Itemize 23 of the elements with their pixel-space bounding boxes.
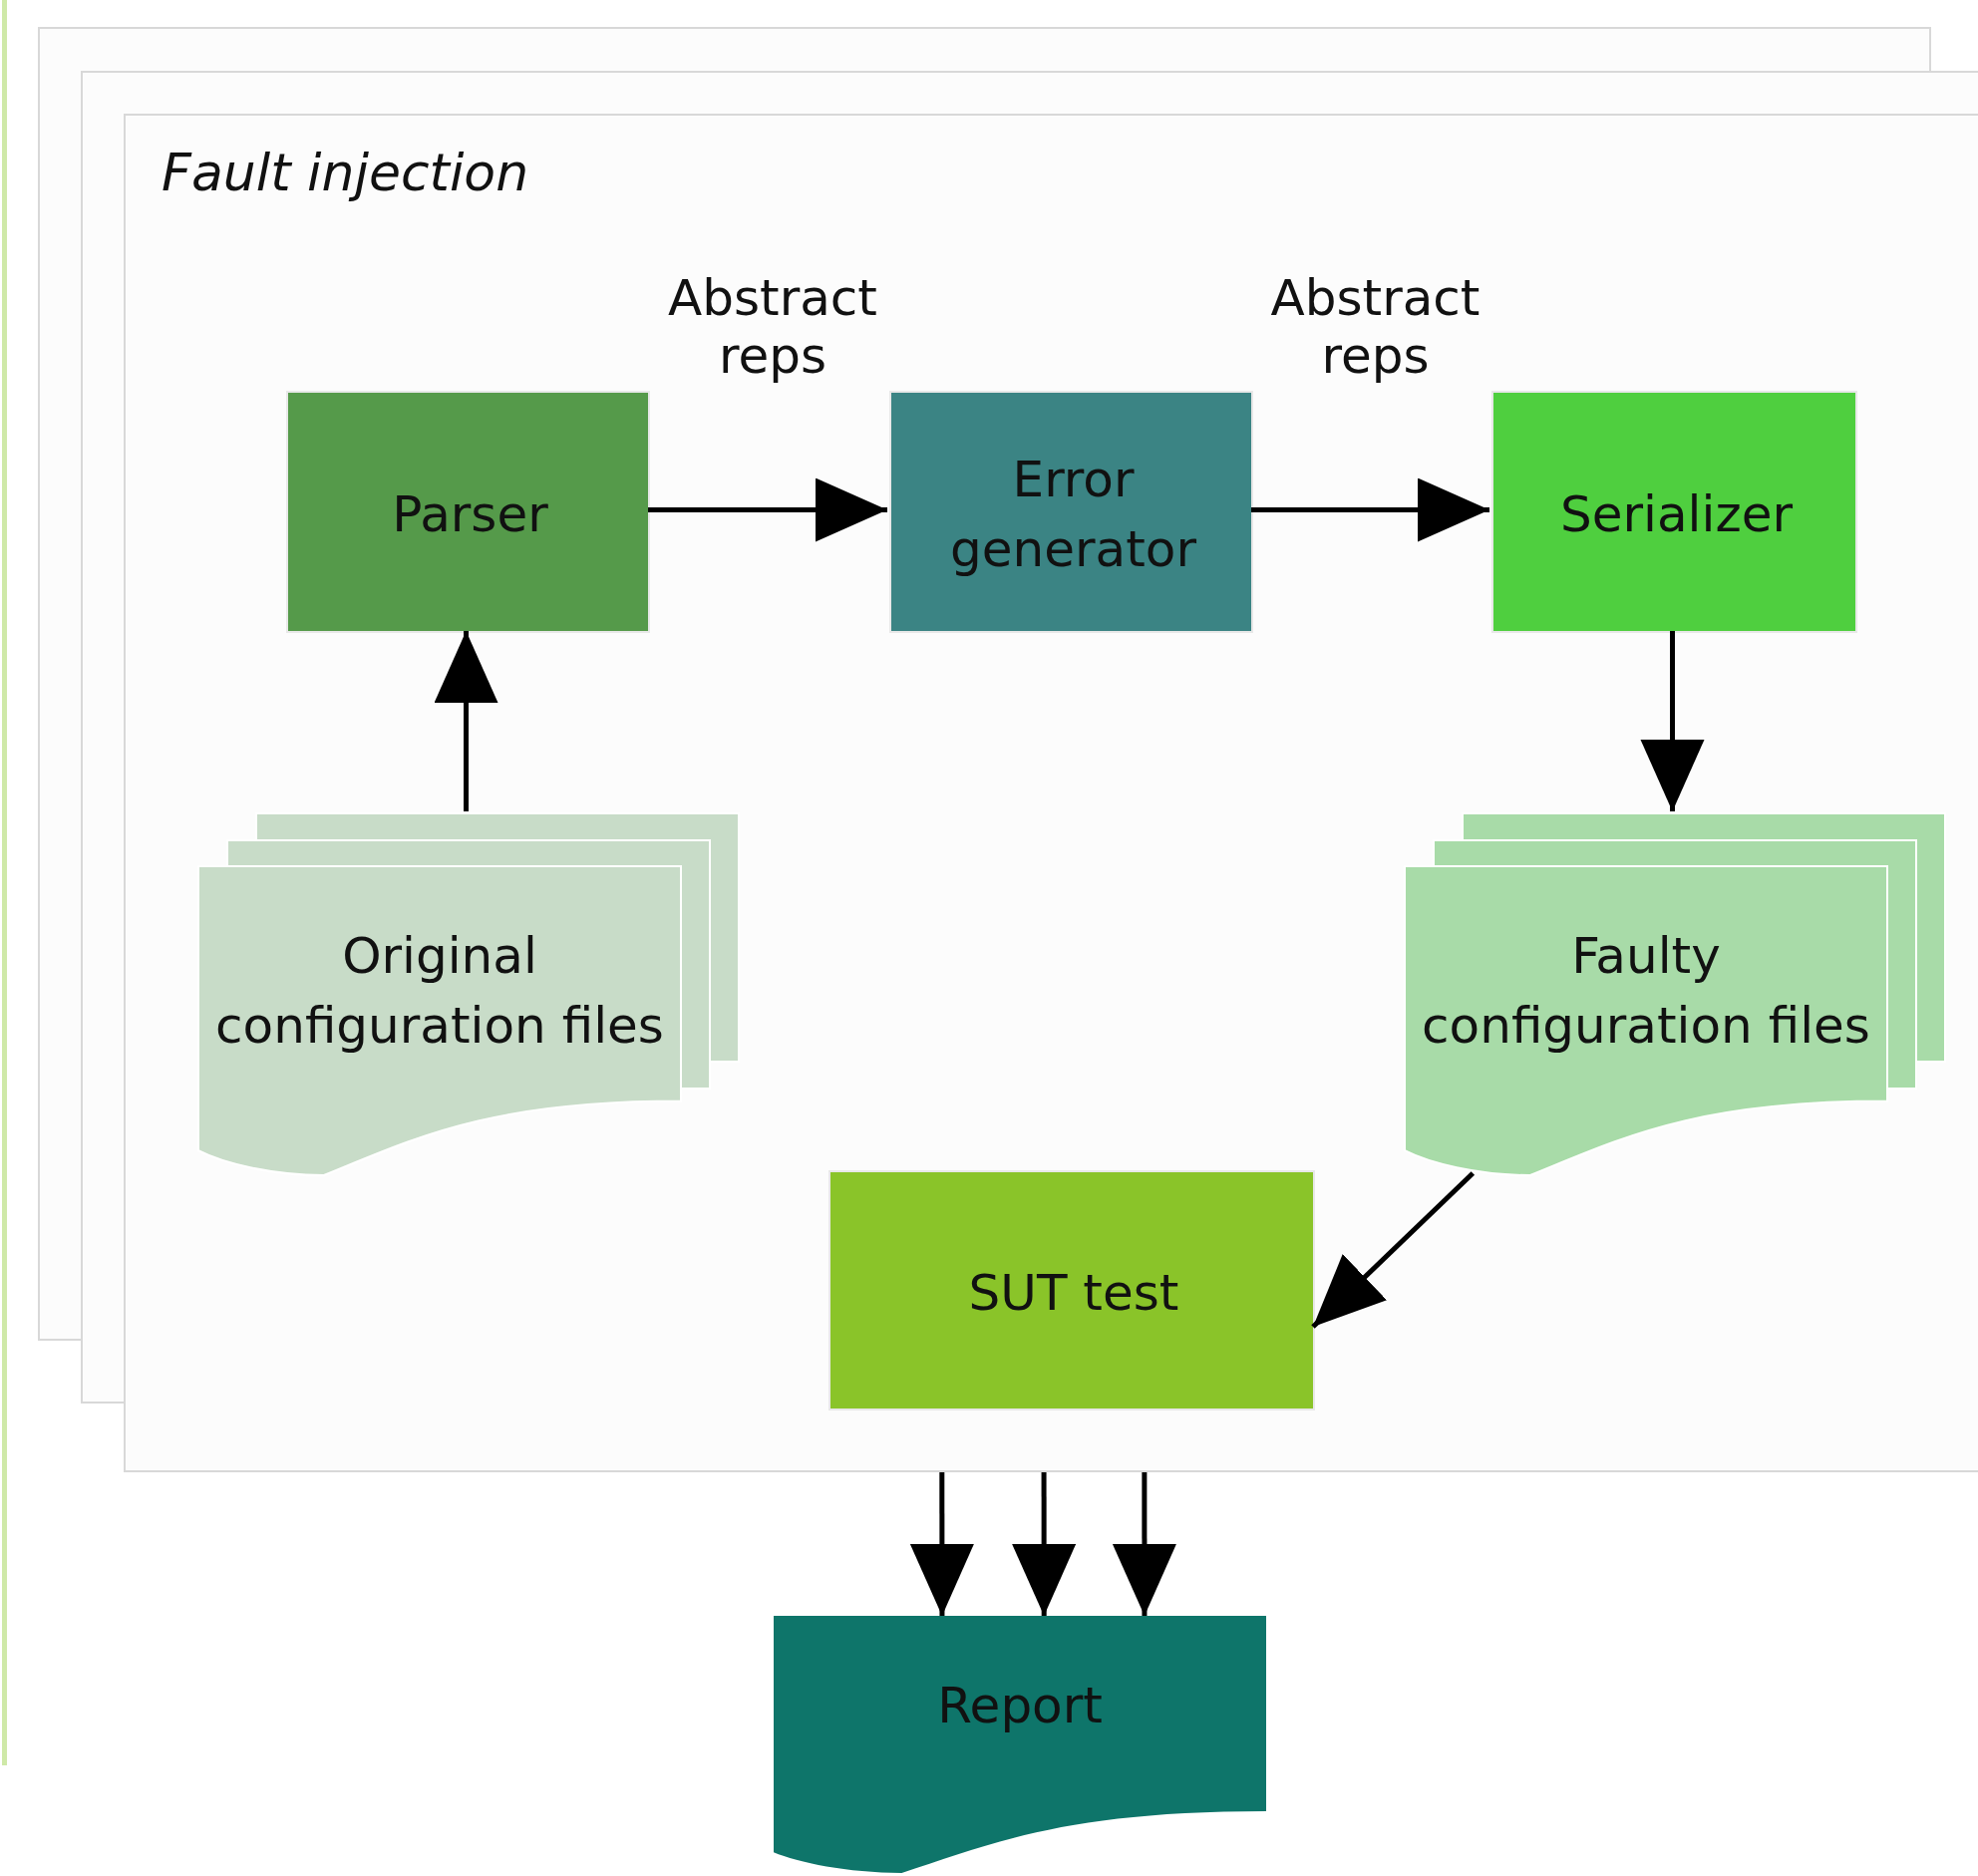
node-label: Serializer [1560, 483, 1793, 545]
node-label: Error generator [949, 449, 1197, 580]
arrow [1311, 1171, 1476, 1329]
process-box [1491, 391, 1857, 633]
node-label: Report [937, 1676, 1103, 1737]
edge-label: Abstract reps [1269, 268, 1482, 385]
process-box [286, 391, 650, 633]
arrow [1640, 631, 1705, 811]
arrow [1012, 1472, 1077, 1616]
arrow [1112, 1472, 1176, 1616]
frame-title: Fault injection [162, 142, 529, 204]
node-label: SUT test [968, 1262, 1179, 1324]
process-box [889, 391, 1253, 633]
node-label: Original configuration files [214, 926, 665, 1057]
arrow [648, 477, 887, 542]
frame-panel [124, 114, 1978, 1472]
arrow [434, 631, 498, 811]
edge-label: Abstract reps [667, 268, 878, 385]
node-label: Faulty configuration files [1421, 926, 1871, 1057]
process-box [828, 1170, 1315, 1410]
arrow [1251, 477, 1489, 542]
arrow [909, 1472, 974, 1616]
node-label: Parser [392, 483, 548, 545]
